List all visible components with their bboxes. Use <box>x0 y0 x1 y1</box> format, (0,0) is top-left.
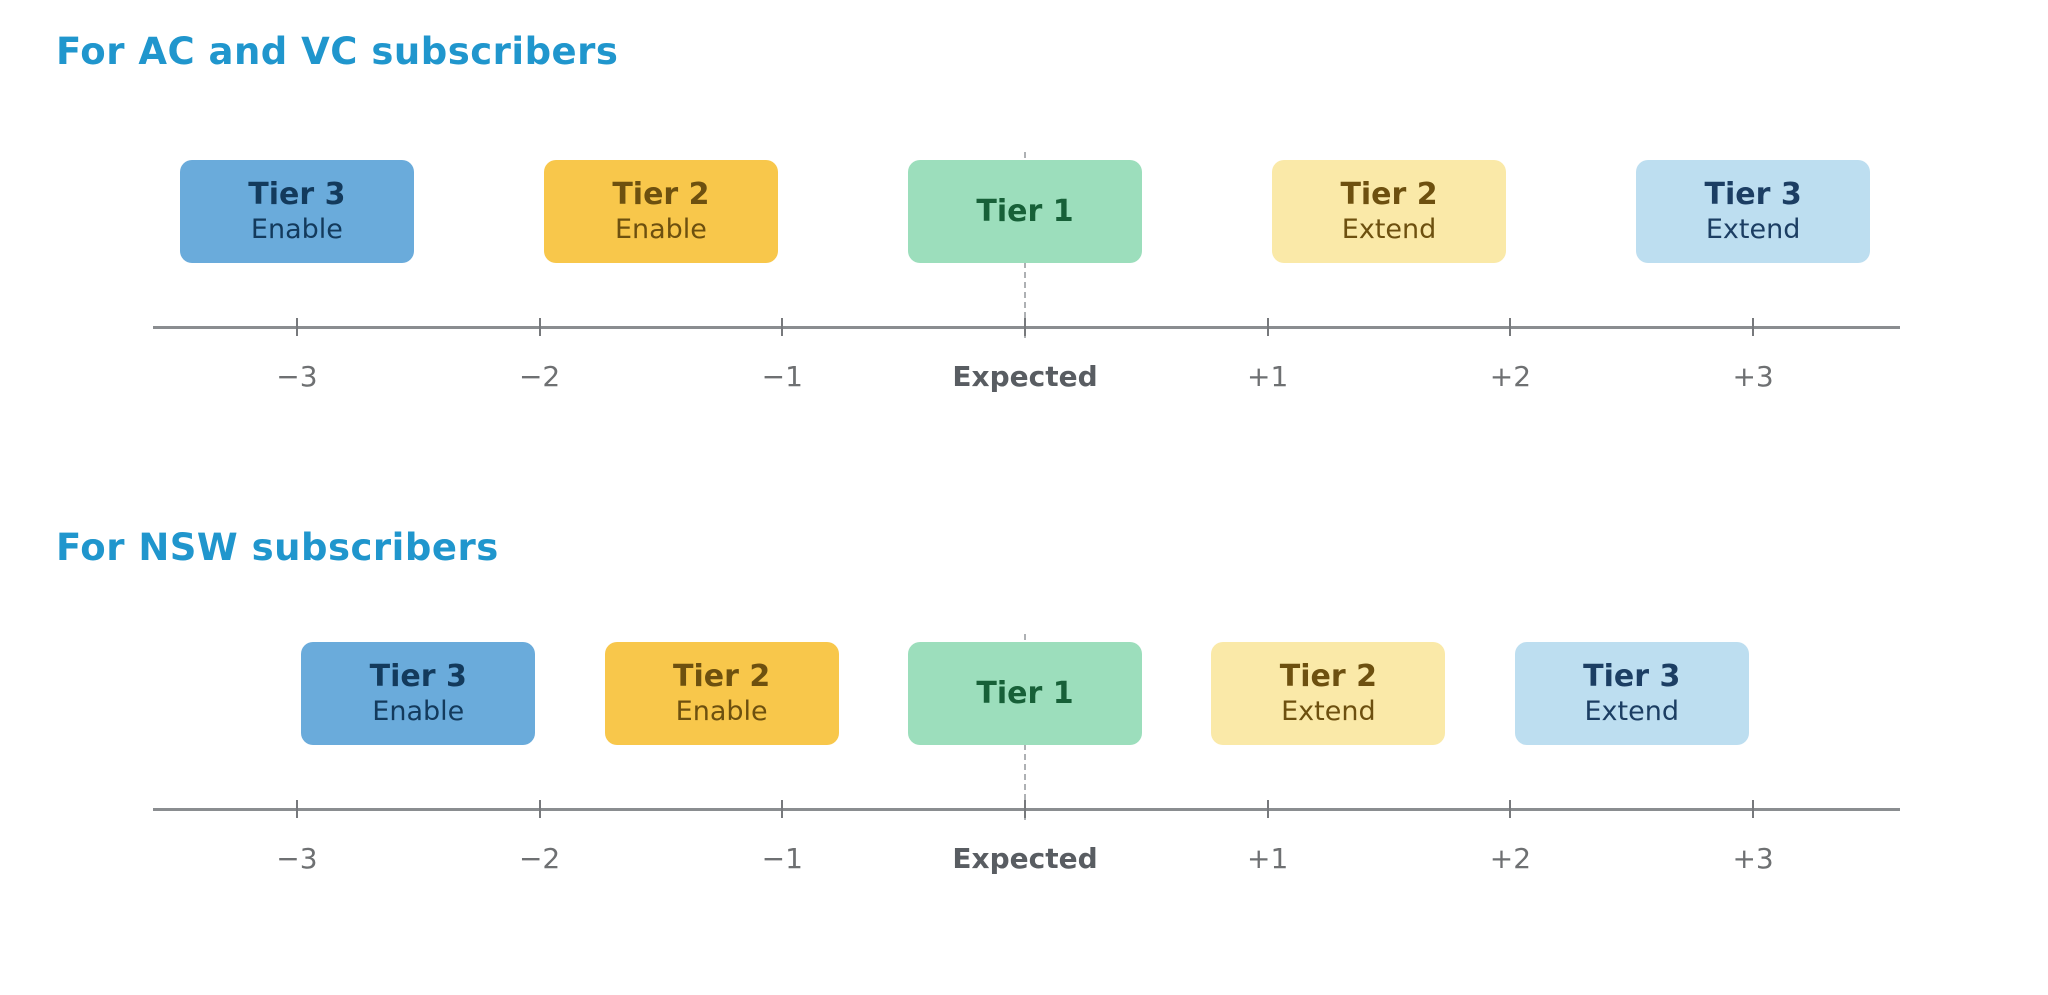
axis-tick-mark <box>295 318 298 336</box>
tier-box: Tier 1 <box>908 642 1142 745</box>
axis-label-expected: Expected <box>952 842 1098 875</box>
tier-box-title: Tier 2 <box>1279 658 1377 694</box>
axis-line <box>153 808 1900 811</box>
tier-box-subtitle: Enable <box>372 695 465 727</box>
axis-tick-mark <box>538 800 541 818</box>
axis-tick-mark <box>781 318 784 336</box>
axis-tick-label: +1 <box>1247 842 1289 875</box>
axis-tick-label: +3 <box>1732 360 1774 393</box>
tier-box-title: Tier 2 <box>1340 176 1438 212</box>
axis-tick-label: −2 <box>518 842 561 875</box>
section-title: For AC and VC subscribers <box>56 30 619 73</box>
tier-box-title: Tier 1 <box>976 675 1074 711</box>
tier-box-title: Tier 2 <box>612 176 710 212</box>
axis-tick-mark <box>1266 318 1269 336</box>
tier-box-title: Tier 3 <box>248 176 346 212</box>
tier-box-subtitle: Extend <box>1584 695 1680 727</box>
axis-tick-mark <box>1266 800 1269 818</box>
tier-box-subtitle: Enable <box>675 695 768 727</box>
axis-tick-mark <box>1024 318 1026 336</box>
axis-tick-mark <box>1752 800 1755 818</box>
tier-box-subtitle: Extend <box>1705 213 1801 245</box>
tier-box-subtitle: Extend <box>1281 695 1376 727</box>
tier-box-title: Tier 1 <box>976 193 1074 229</box>
axis-tick-mark <box>1509 800 1512 818</box>
axis-tick-mark <box>1752 318 1755 336</box>
tier-box-title: Tier 3 <box>1583 658 1681 694</box>
axis-line <box>153 326 1900 329</box>
section-title: For NSW subscribers <box>56 526 499 569</box>
axis-tick-label: +2 <box>1489 842 1532 875</box>
axis-tick-mark <box>538 318 541 336</box>
tier-box-title: Tier 3 <box>1704 176 1802 212</box>
axis-tick-mark <box>1024 800 1026 818</box>
tier-box-subtitle: Extend <box>1341 213 1437 245</box>
axis-tick-mark <box>1509 318 1512 336</box>
axis-tick-label: −3 <box>276 360 318 393</box>
axis-tick-label: +3 <box>1732 842 1774 875</box>
axis-tick-label: −1 <box>761 842 803 875</box>
tier-box-title: Tier 2 <box>673 658 771 694</box>
axis-tick-label: +1 <box>1247 360 1289 393</box>
axis-tick-mark <box>781 800 784 818</box>
tier-box-subtitle: Enable <box>250 213 343 245</box>
axis-tick-label: −2 <box>518 360 561 393</box>
axis-tick-label: −3 <box>276 842 318 875</box>
axis-label-expected: Expected <box>952 360 1098 393</box>
axis-tick-mark <box>295 800 298 818</box>
axis-tick-label: +2 <box>1489 360 1532 393</box>
axis-tick-label: −1 <box>761 360 803 393</box>
tier-box-subtitle: Enable <box>614 213 707 245</box>
tier-box: Tier 1 <box>908 160 1142 263</box>
tier-box-title: Tier 3 <box>369 658 467 694</box>
